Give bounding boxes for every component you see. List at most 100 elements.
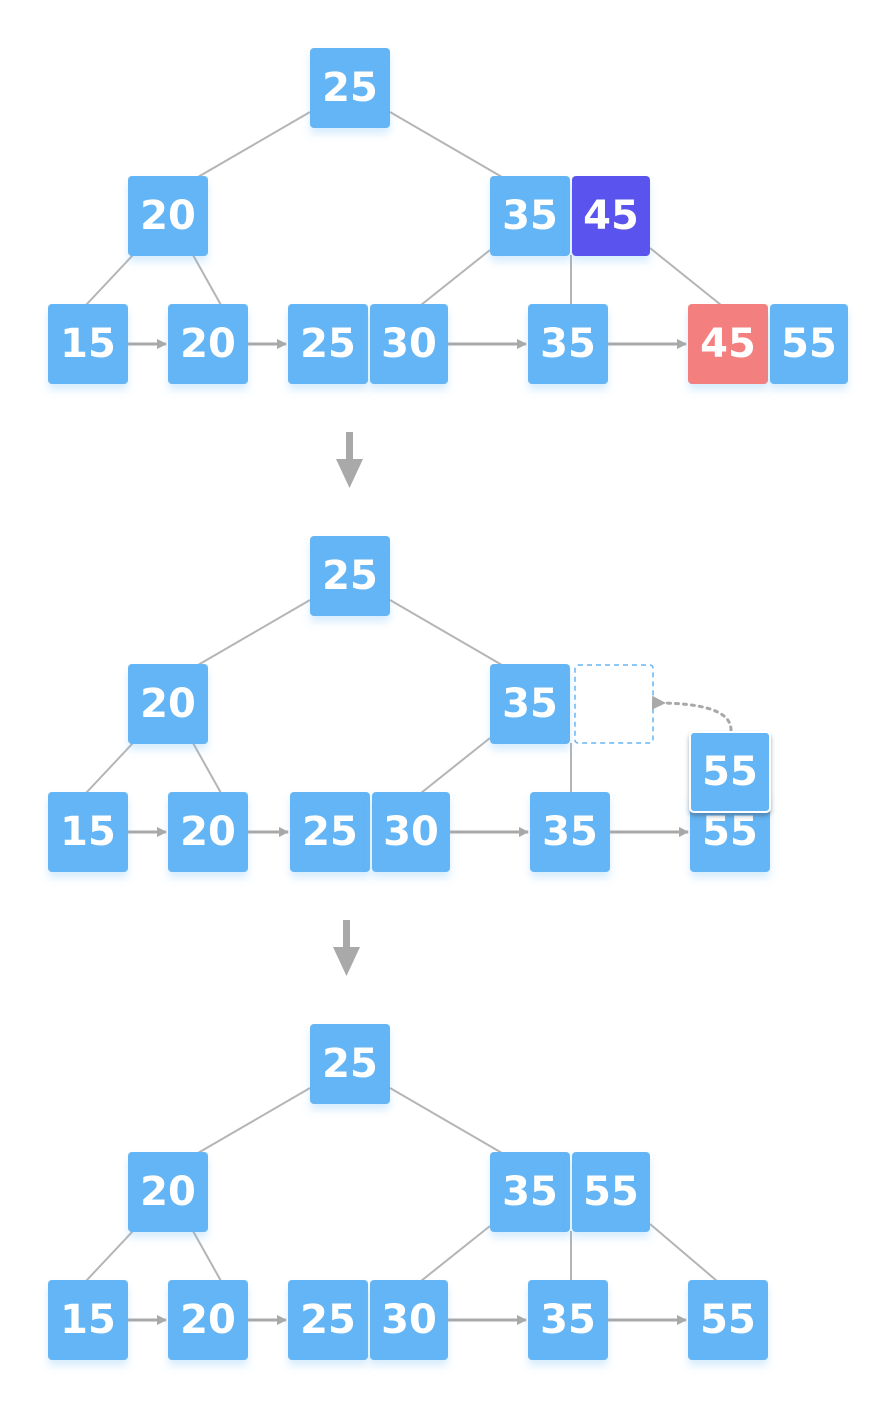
leaf-node: 20 — [168, 1280, 248, 1360]
key-cell — [288, 304, 368, 384]
root-node: 25 — [310, 1024, 390, 1104]
key-label: 20 — [140, 681, 196, 727]
empty-key-slot — [574, 664, 654, 744]
leaf-node: 20 — [168, 304, 248, 384]
key-cell — [128, 176, 208, 256]
key-cell — [310, 48, 390, 128]
internal-node-right: 35 — [490, 664, 654, 744]
leaf-node: 35 — [528, 304, 608, 384]
key-label: 25 — [300, 1297, 356, 1343]
key-cell — [530, 792, 610, 872]
key-cell — [370, 1280, 448, 1360]
key-cell — [310, 1024, 390, 1104]
key-cell — [490, 664, 570, 744]
root-node: 25 — [310, 48, 390, 128]
stage-2: 25 20 35 15 20 25 30 35 — [48, 536, 771, 872]
key-label: 55 — [702, 749, 758, 795]
key-label: 25 — [300, 321, 356, 367]
key-cell — [128, 664, 208, 744]
key-label: 15 — [60, 809, 116, 855]
key-label: 35 — [502, 681, 558, 727]
key-cell — [168, 792, 248, 872]
key-label: 55 — [583, 1169, 639, 1215]
key-label: 15 — [60, 1297, 116, 1343]
key-cell — [770, 304, 848, 384]
key-label: 35 — [502, 1169, 558, 1215]
step-arrow-down-icon — [336, 432, 363, 488]
key-label: 20 — [140, 193, 196, 239]
step-arrow-down-icon — [333, 920, 360, 976]
moving-key-node: 55 — [689, 731, 771, 813]
edge — [197, 599, 311, 666]
edge — [197, 111, 311, 178]
key-label: 30 — [383, 809, 439, 855]
edge — [389, 1087, 503, 1154]
edge — [420, 737, 491, 794]
key-label: 35 — [542, 809, 598, 855]
edge — [192, 1230, 222, 1282]
key-cell — [48, 304, 128, 384]
key-label: 45 — [583, 193, 639, 239]
stage-3: 25 20 35 55 15 20 25 30 35 — [48, 1024, 768, 1360]
key-label: 20 — [180, 809, 236, 855]
tree-edges — [85, 1087, 718, 1282]
leaf-node: 15 — [48, 304, 128, 384]
leaf-node: 45 55 — [688, 304, 848, 384]
edge — [85, 742, 134, 794]
edge — [389, 111, 503, 178]
key-cell — [528, 304, 608, 384]
key-cell — [288, 1280, 368, 1360]
internal-node-left: 20 — [128, 176, 208, 256]
key-label: 35 — [502, 193, 558, 239]
leaf-node: 55 — [688, 1280, 768, 1360]
internal-node-right: 35 45 — [490, 176, 650, 256]
key-cell — [689, 731, 771, 813]
key-cell-highlighted — [572, 176, 650, 256]
key-cell — [688, 1280, 768, 1360]
key-label: 30 — [381, 1297, 437, 1343]
edge — [420, 1225, 491, 1282]
key-cell — [370, 304, 448, 384]
leaf-node: 25 30 — [290, 792, 450, 872]
key-label: 35 — [540, 1297, 596, 1343]
edge — [420, 249, 491, 306]
stage-1: 25 20 35 45 15 20 25 30 — [48, 48, 848, 384]
internal-node-left: 20 — [128, 664, 208, 744]
key-label: 20 — [180, 1297, 236, 1343]
edge — [649, 247, 722, 306]
key-cell — [48, 1280, 128, 1360]
root-node: 25 — [310, 536, 390, 616]
key-label: 55 — [781, 321, 837, 367]
leaf-node: 35 — [528, 1280, 608, 1360]
leaf-node: 25 30 — [288, 304, 448, 384]
leaf-node: 15 — [48, 792, 128, 872]
edge — [389, 599, 503, 666]
key-label: 25 — [322, 553, 378, 599]
key-label: 25 — [302, 809, 358, 855]
key-label: 25 — [322, 1041, 378, 1087]
key-cell — [490, 176, 570, 256]
key-label: 45 — [700, 321, 756, 367]
edge — [192, 742, 222, 794]
tree-edges — [85, 599, 572, 794]
key-cell — [290, 792, 370, 872]
key-cell — [372, 792, 450, 872]
key-label: 15 — [60, 321, 116, 367]
key-label: 55 — [702, 809, 758, 855]
key-cell — [572, 1152, 650, 1232]
leaf-node: 15 — [48, 1280, 128, 1360]
key-cell-deleted — [688, 304, 768, 384]
key-cell — [168, 304, 248, 384]
internal-node-left: 20 — [128, 1152, 208, 1232]
key-cell — [490, 1152, 570, 1232]
key-cell — [528, 1280, 608, 1360]
key-label: 25 — [322, 65, 378, 111]
key-cell — [168, 1280, 248, 1360]
key-cell — [310, 536, 390, 616]
key-label: 20 — [180, 321, 236, 367]
key-label: 20 — [140, 1169, 196, 1215]
key-label: 35 — [540, 321, 596, 367]
tree-edges — [85, 111, 722, 306]
key-label: 30 — [381, 321, 437, 367]
